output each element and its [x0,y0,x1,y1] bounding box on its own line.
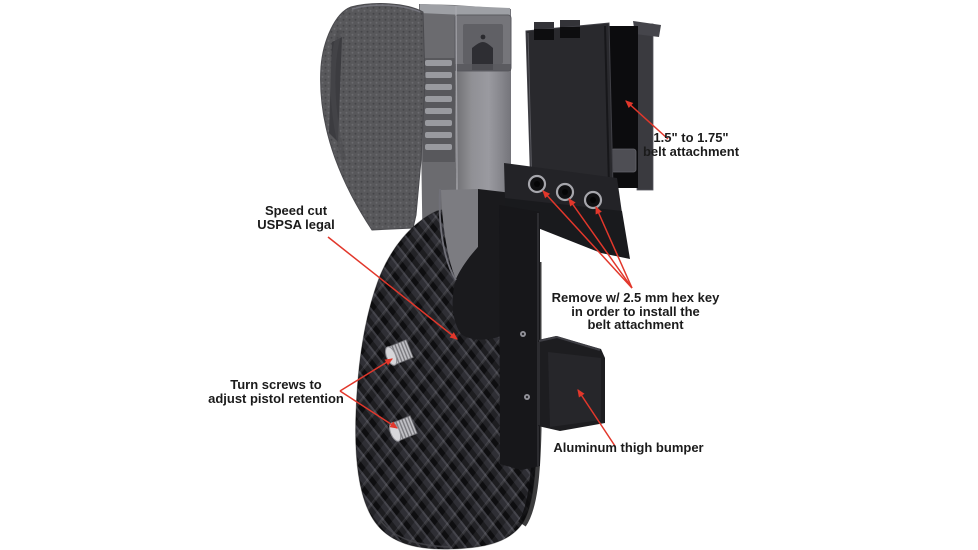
slide-serrations [425,60,452,150]
callout-line: Remove w/ 2.5 mm hex key [551,290,720,305]
callout-speed-cut-label: Speed cut USPSA legal [231,204,361,231]
callout-belt-attachment-label: 1.5" to 1.75" belt attachment [606,131,776,158]
callout-retention-screws-label: Turn screws to adjust pistol retention [201,378,351,405]
callout-line: Aluminum thigh bumper [553,440,704,455]
speed-cut-opening [438,188,512,340]
belt-attachment-part [525,20,661,194]
hanger-bar [499,205,540,470]
hex-screw-2 [555,182,575,202]
retention-screw-bottom [389,415,418,442]
arrow-hex-screw-2 [568,198,633,289]
callout-line: 1.5" to 1.75" [653,130,729,145]
callout-line: USPSA legal [257,216,335,232]
pistol-grip [320,3,426,231]
callout-line: in order to install the [571,303,700,319]
callout-line: Speed cut [264,203,328,218]
callout-line: Turn screws to [230,377,322,392]
thigh-bumper-part [538,335,605,431]
callout-thigh-bumper-label: Aluminum thigh bumper [546,441,711,455]
retention-screw-top [385,339,414,366]
callout-line: belt attachment [642,143,740,159]
arrow-retention-top [339,358,393,392]
holster-shell [355,188,542,550]
hex-screw-1 [527,174,547,194]
arrow-hex-screw-3 [595,205,633,289]
callout-line: belt attachment [587,317,684,332]
callout-hex-screws-label: Remove w/ 2.5 mm hex key in order to ins… [543,291,728,332]
arrow-hex-screw-1 [542,190,633,289]
arrow-speed-cut [327,236,458,340]
rear-sight [454,14,512,72]
arrow-thigh-bumper [577,389,616,447]
callout-line: adjust pistol retention [208,390,344,406]
arrow-belt-attachment [625,100,669,140]
arrow-retention-bottom [339,390,398,429]
callout-arrows [327,100,669,447]
hex-screw-3 [583,190,603,210]
